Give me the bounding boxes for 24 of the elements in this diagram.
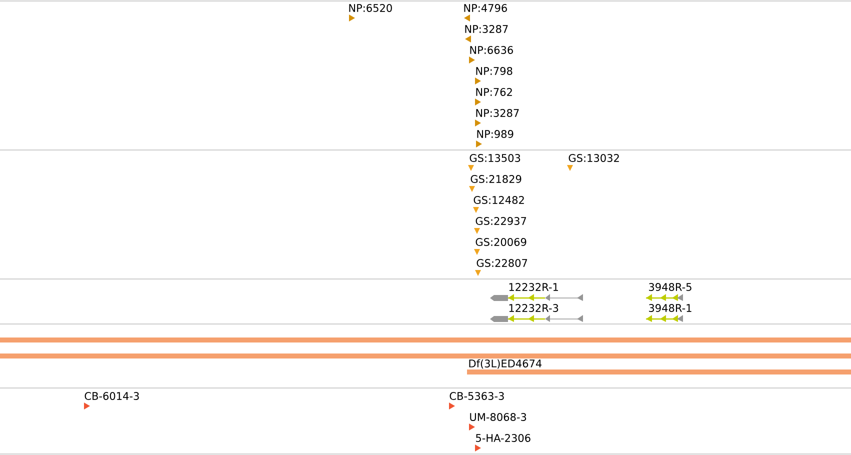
feature-label: GS:22937 [476,217,526,225]
feature-label: NP:4796 [464,4,507,12]
feature-label: GS:22807 [476,259,528,267]
feature-label: UM-8068-3 [470,413,526,421]
feature-label: NP:798 [476,67,512,75]
feature-label: GS:12482 [474,196,524,204]
feature-label: 5-HA-2306 [476,434,530,442]
feature-label: 12232R-3 [509,304,558,312]
feature-label: CB-5363-3 [450,392,504,400]
feature-label: NP:3287 [465,25,508,33]
feature-label: GS:20069 [476,238,526,246]
feature-label: 3948R-5 [649,283,692,291]
feature-label: Df(3L)ED4674 [469,359,542,369]
feature-label: CB-6014-3 [84,392,139,400]
feature-label: GS:13032 [568,154,619,162]
feature-label: NP:989 [477,130,514,138]
feature-label: GS:21829 [470,175,522,183]
feature-label: 3948R-1 [649,304,692,312]
feature-label: NP:6520 [349,4,392,12]
feature-label: NP:6636 [470,46,513,54]
feature-label: GS:13503 [470,154,520,162]
feature-label: NP:3287 [476,109,519,117]
feature-label: 12232R-1 [509,283,558,291]
feature-label: NP:762 [476,88,512,96]
